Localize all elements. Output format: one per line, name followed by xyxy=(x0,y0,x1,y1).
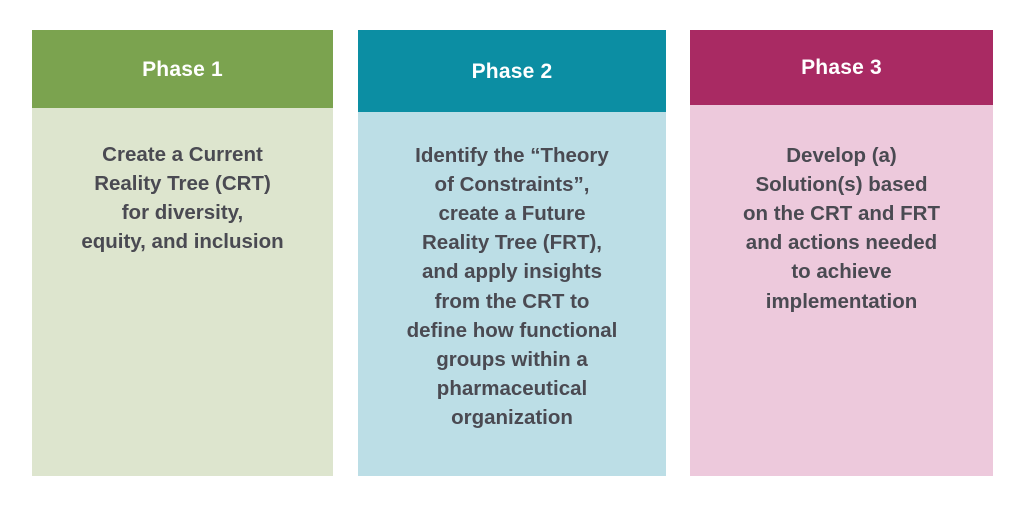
phase-card-3: Phase 3 Develop (a) Solution(s) based on… xyxy=(690,30,993,476)
phase-card-1: Phase 1 Create a Current Reality Tree (C… xyxy=(32,30,333,476)
phase-1-body-text: Create a Current Reality Tree (CRT) for … xyxy=(81,143,284,254)
phase-2-body: Identify the “Theory of Constraints”, cr… xyxy=(358,112,666,476)
phase-3-header: Phase 3 xyxy=(690,30,993,105)
phase-2-header-label: Phase 2 xyxy=(471,59,553,83)
phase-3-body: Develop (a) Solution(s) based on the CRT… xyxy=(690,105,993,476)
phase-1-body: Create a Current Reality Tree (CRT) for … xyxy=(32,108,333,476)
phase-1-header-label: Phase 1 xyxy=(142,57,223,81)
phase-2-body-text: Identify the “Theory of Constraints”, cr… xyxy=(406,144,618,429)
phase-3-body-text: Develop (a) Solution(s) based on the CRT… xyxy=(742,144,940,313)
phase-card-2: Phase 2 Identify the “Theory of Constrai… xyxy=(358,30,666,476)
phase-1-header: Phase 1 xyxy=(32,30,333,108)
phase-2-header: Phase 2 xyxy=(358,30,666,112)
phase-3-header-label: Phase 3 xyxy=(801,56,882,79)
